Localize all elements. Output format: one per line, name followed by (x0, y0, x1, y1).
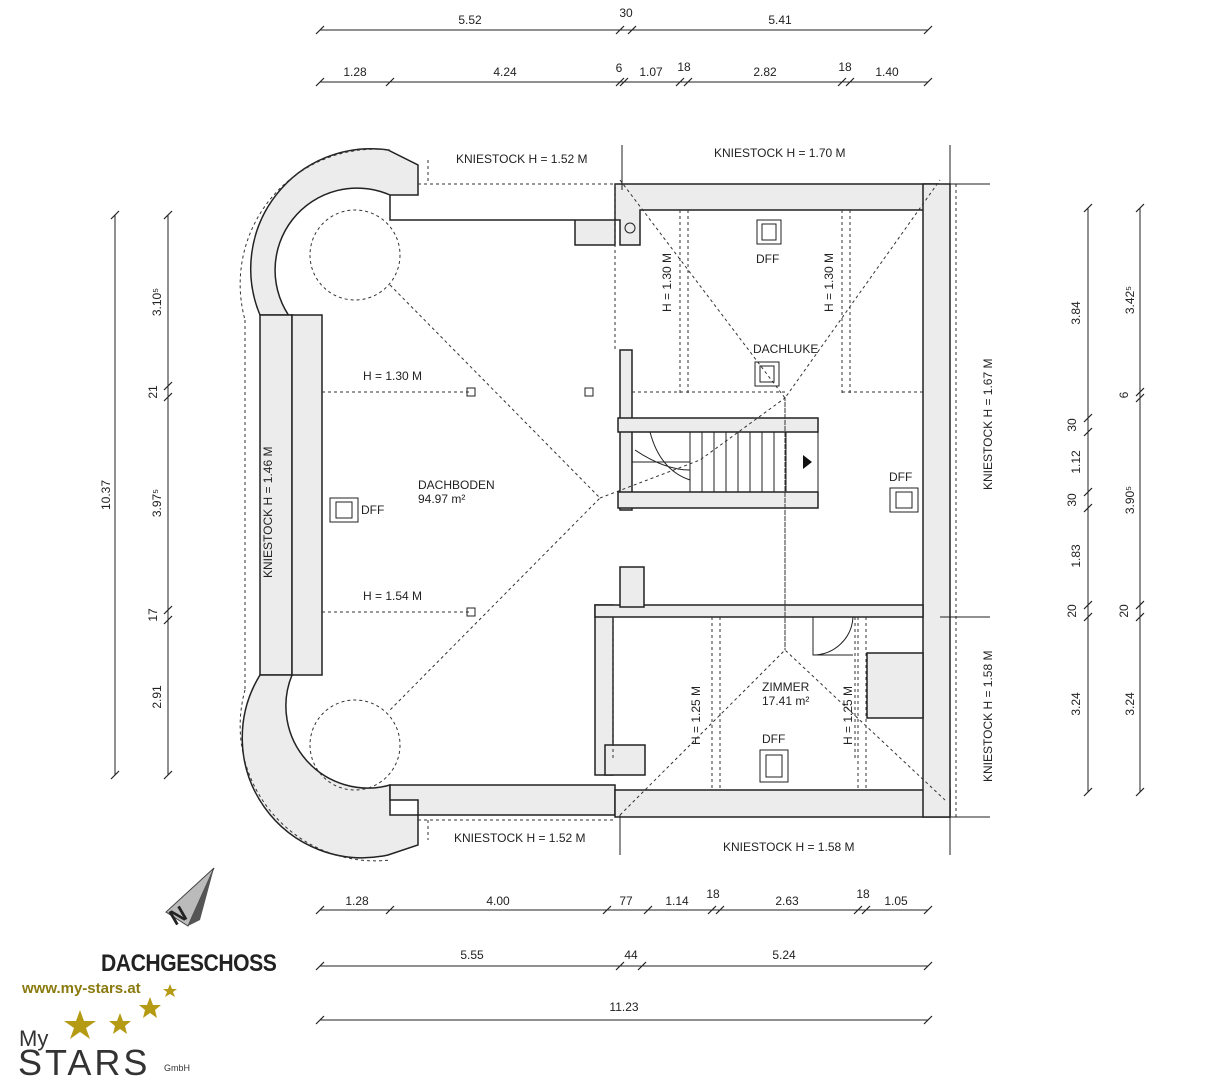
label-height-125-v1: H = 1.25 M (689, 686, 703, 745)
dim-bottom-total: 11.23 (609, 1000, 638, 1014)
outer-walls (241, 148, 951, 859)
dim-top2-d: 1.07 (639, 65, 663, 79)
logo-stars-text: STARS (18, 1042, 151, 1083)
room-dachboden-name: DACHBODEN (418, 478, 495, 492)
kniestock-bottom-right: KNIESTOCK H = 1.58 M (723, 840, 855, 854)
door-zimmer (812, 616, 854, 656)
label-height-130-left: H = 1.30 M (363, 369, 422, 383)
kniestock-right-lower: KNIESTOCK H = 1.58 M (981, 651, 995, 783)
dim-bottom1-h: 1.05 (884, 894, 908, 908)
dim-right1-d: 30 (1065, 493, 1079, 507)
dim-bottom2-c: 5.24 (772, 948, 796, 962)
dim-right2-b: 6 (1117, 391, 1131, 398)
logo-my-text: My (19, 1026, 49, 1051)
dim-top1-b: 30 (619, 6, 633, 20)
dim-right1-b: 30 (1065, 418, 1079, 432)
dim-top1-c: 5.41 (768, 13, 792, 27)
dim-bottom1-e: 18 (706, 887, 720, 901)
dim-bottom2-a: 5.55 (460, 948, 484, 962)
label-dff-top: DFF (756, 252, 779, 266)
dim-top2-c: 6 (616, 61, 623, 75)
label-height-130-v2: H = 1.30 M (822, 253, 836, 312)
logo-gmbh-text: GmbH (164, 1063, 191, 1073)
dim-left-e: 2.91 (150, 685, 164, 709)
dim-top2-h: 1.40 (875, 65, 899, 79)
dim-left-a: 3.10⁵ (150, 288, 164, 316)
dim-bottom1-d: 1.14 (665, 894, 689, 908)
dim-bottom1-b: 4.00 (486, 894, 510, 908)
kniestock-left: KNIESTOCK H = 1.46 M (261, 447, 275, 579)
dim-left-d: 17 (146, 608, 160, 622)
chimney-marks (466, 222, 636, 617)
label-height-130-v1: H = 1.30 M (660, 253, 674, 312)
dim-bottom1-g: 18 (856, 887, 870, 901)
dff-window-zimmer (759, 749, 789, 783)
dimension-lines (110, 25, 1145, 1025)
floor-title: DACHGESCHOSS (101, 950, 277, 977)
dimension-texts: 5.52 30 5.41 1.28 4.24 6 1.07 18 2.82 18… (99, 6, 1137, 1014)
dim-left-c: 3.97⁵ (150, 489, 164, 517)
label-dachluke: DACHLUKE (753, 342, 818, 356)
room-dachboden-area: 94.97 m² (418, 492, 465, 506)
dim-bottom2-b: 44 (624, 948, 638, 962)
dim-right2-e: 3.24 (1123, 692, 1137, 716)
dim-top1-a: 5.52 (458, 13, 482, 27)
dim-top2-b: 4.24 (493, 65, 517, 79)
dim-top2-f: 2.82 (753, 65, 777, 79)
room-zimmer-name: ZIMMER (762, 680, 810, 694)
label-height-125-v2: H = 1.25 M (841, 686, 855, 745)
label-dff-left: DFF (361, 503, 384, 517)
label-dff-zimmer: DFF (762, 732, 785, 746)
kniestock-bottom-left: KNIESTOCK H = 1.52 M (454, 831, 586, 845)
dim-bottom1-f: 2.63 (775, 894, 799, 908)
roof-windows (329, 219, 919, 783)
dim-right2-a: 3.42⁵ (1123, 286, 1137, 314)
kniestock-top-left: KNIESTOCK H = 1.52 M (456, 152, 588, 166)
dim-right2-c: 3.90⁵ (1123, 486, 1137, 514)
dim-right1-g: 3.24 (1069, 692, 1083, 716)
staircase (631, 431, 819, 493)
dim-top2-e: 18 (677, 60, 691, 74)
dff-window-left (329, 497, 359, 523)
roof-lines (239, 148, 957, 862)
kniestock-right-upper: KNIESTOCK H = 1.67 M (981, 359, 995, 491)
label-height-154: H = 1.54 M (363, 589, 422, 603)
dim-right1-a: 3.84 (1069, 301, 1083, 325)
website-link[interactable]: www.my-stars.at (22, 980, 141, 997)
dim-right2-d: 20 (1117, 604, 1131, 618)
dim-right1-f: 20 (1065, 604, 1079, 618)
dim-left-total: 10.37 (99, 480, 113, 510)
dff-window-top (756, 219, 782, 245)
dim-bottom1-a: 1.28 (345, 894, 369, 908)
dim-right1-c: 1.12 (1069, 450, 1083, 474)
label-dff-right: DFF (889, 470, 912, 484)
dff-window-dachluke (754, 361, 780, 387)
dim-left-b: 21 (146, 385, 160, 399)
logo-stars-icon (64, 984, 177, 1039)
dim-right1-e: 1.83 (1069, 544, 1083, 568)
kniestock-top-right: KNIESTOCK H = 1.70 M (714, 146, 846, 160)
north-arrow-icon: N (165, 867, 215, 930)
dim-top2-a: 1.28 (343, 65, 367, 79)
dim-top2-g: 18 (838, 60, 852, 74)
dff-window-right (889, 487, 919, 513)
dim-bottom1-c: 77 (619, 894, 633, 908)
room-zimmer-area: 17.41 m² (762, 694, 809, 708)
